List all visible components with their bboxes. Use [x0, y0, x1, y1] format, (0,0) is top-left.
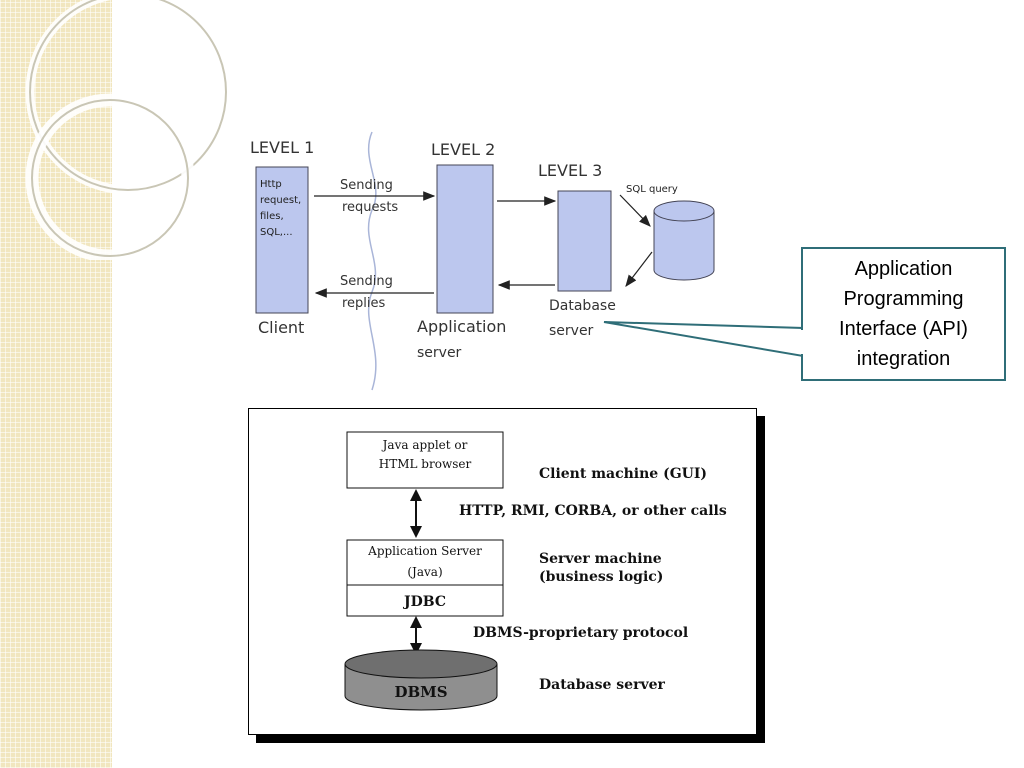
dbms-cylinder-icon — [344, 649, 498, 711]
sql-result-arrow — [625, 251, 653, 287]
server-machine-label: Server machine — [539, 551, 662, 567]
callout-line: Interface (API) — [839, 318, 968, 340]
client-label: Client — [258, 318, 304, 337]
callout-joint — [801, 330, 804, 354]
client-box-line: Http — [260, 179, 282, 190]
server-machine-label: (business logic) — [539, 569, 663, 585]
application-server-box — [346, 539, 504, 617]
callout-line: Programming — [843, 288, 964, 310]
sending-replies-label: replies — [342, 296, 386, 311]
client-box-line: SQL,... — [260, 227, 293, 238]
protocol-label: DBMS-proprietary protocol — [473, 625, 688, 641]
database-server-box — [557, 190, 612, 292]
app-server-line: (Java) — [407, 565, 442, 579]
java-applet-box — [346, 431, 504, 489]
sql-query-label: SQL query — [626, 184, 678, 195]
sending-requests-label: requests — [342, 200, 398, 215]
level3-label: LEVEL 3 — [538, 161, 602, 180]
api-callout-box: Application Programming Interface (API) … — [801, 247, 1006, 381]
sending-replies-label: Sending — [340, 274, 393, 289]
application-server-box — [436, 164, 494, 314]
sending-requests-label: Sending — [340, 178, 393, 193]
callout-pointer — [603, 321, 804, 358]
dbms-label: DBMS — [394, 683, 447, 701]
client-box-line: request, — [260, 195, 301, 206]
sql-query-arrow — [619, 194, 651, 227]
client-box — [255, 166, 309, 314]
tier-divider-line — [367, 131, 377, 391]
protocol-arrow — [410, 616, 422, 655]
database-server-label: Database server — [539, 677, 665, 693]
java-applet-line: Java applet or — [381, 438, 468, 452]
app-server-label: server — [417, 345, 462, 361]
calls-arrow — [410, 489, 422, 538]
level1-label: LEVEL 1 — [250, 138, 314, 157]
database-cylinder-icon — [653, 200, 715, 281]
java-applet-line: HTML browser — [379, 457, 472, 471]
level2-label: LEVEL 2 — [431, 140, 495, 159]
app-server-label: Application — [417, 317, 506, 336]
jdbc-label: JDBC — [402, 594, 446, 610]
app-server-line: Application Server — [367, 544, 482, 558]
client-machine-label: Client machine (GUI) — [539, 466, 707, 482]
client-box-line: files, — [260, 211, 284, 222]
db-server-label: Database — [549, 298, 616, 314]
calls-label: HTTP, RMI, CORBA, or other calls — [459, 503, 727, 519]
db-server-label: server — [549, 323, 594, 339]
jdbc-diagram-panel: Java applet or HTML browser Client machi… — [248, 408, 757, 735]
callout-line: integration — [856, 348, 951, 370]
decorative-rings — [25, 0, 231, 260]
callout-line: Application — [854, 258, 953, 280]
jdbc-diagram: Java applet or HTML browser Client machi… — [344, 431, 727, 711]
